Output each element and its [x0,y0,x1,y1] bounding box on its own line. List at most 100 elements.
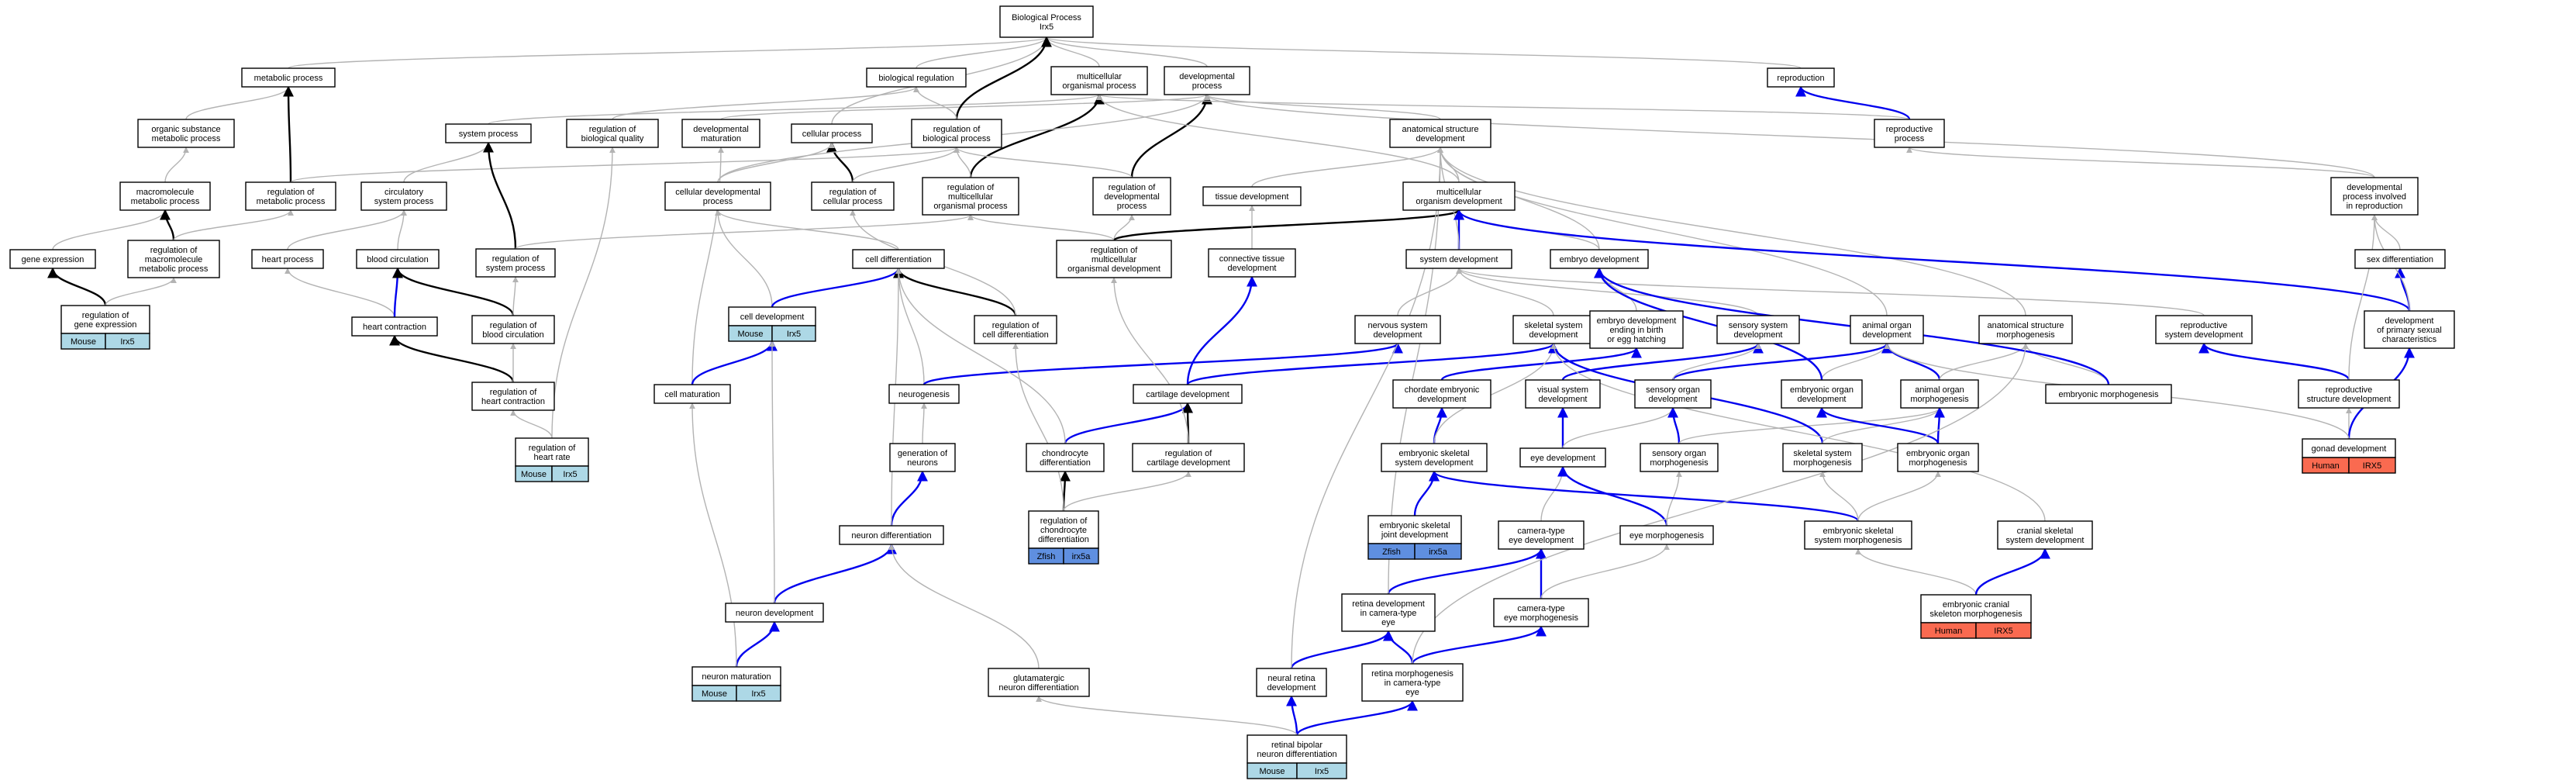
term-label: neuron differentiation [851,531,931,541]
term-box [1493,598,1589,627]
term-node-celldiff[interactable]: cell differentiation [852,249,945,269]
term-node-geneexp[interactable]: gene expression [9,249,96,269]
term-node-metab[interactable]: metabolic process [241,67,336,88]
edge-n_skeletal-to-n_sysdev [1456,268,1554,316]
term-label: embryonic skeletal [1398,449,1469,458]
term-node-bioreg[interactable]: biological regulation [866,67,967,88]
term-node-neurogen[interactable]: neurogenesis [888,384,960,404]
gene-cell [1975,622,2032,639]
term-node-sexdiff[interactable]: sex differentiation [2354,249,2446,269]
term-node-tissue[interactable]: tissue development [1202,186,1302,206]
term-node-neurdiff[interactable]: neuron differentiation [839,525,944,545]
term-node-cartdev[interactable]: cartilage development [1133,384,1243,404]
term-box [1920,594,2032,623]
term-node-embdev[interactable]: embryo development [1550,249,1649,269]
term-box [988,668,1090,697]
edge-n_regmultiproc-to-n_multi [969,93,1105,178]
term-node-bloodcirc[interactable]: blood circulation [356,249,440,269]
term-node-heartproc[interactable]: heart process [251,249,324,269]
term-node-embmorph[interactable]: embryonic morphogenesis [2045,384,2172,404]
term-node-sysdev[interactable]: system development [1405,249,1512,269]
term-node-neurdev[interactable]: neuron development [725,603,824,623]
term-label: process [1117,202,1147,211]
term-node-cellmat[interactable]: cell maturation [653,384,731,404]
term-node-regchondro[interactable]: regulation ofchondrocytedifferentiationZ… [1028,510,1099,565]
term-node-eyedev[interactable]: eye development [1519,447,1606,468]
term-node-heartcon[interactable]: heart contraction [351,316,438,337]
term-node-sysproc[interactable]: system process [445,123,532,143]
term-label: glutamatergic [1013,674,1065,683]
term-label: regulation of [829,188,877,197]
term-node-cellproc[interactable]: cellular process [791,123,873,143]
term-node-eyemorph[interactable]: eye morphogenesis [1619,525,1714,545]
gene-label: Irx5 [751,689,765,699]
term-node-repro[interactable]: reproduction [1767,67,1835,88]
term-box [1525,379,1601,409]
term-label: biological quality [581,134,644,143]
organism-label: Mouse [1259,767,1285,776]
